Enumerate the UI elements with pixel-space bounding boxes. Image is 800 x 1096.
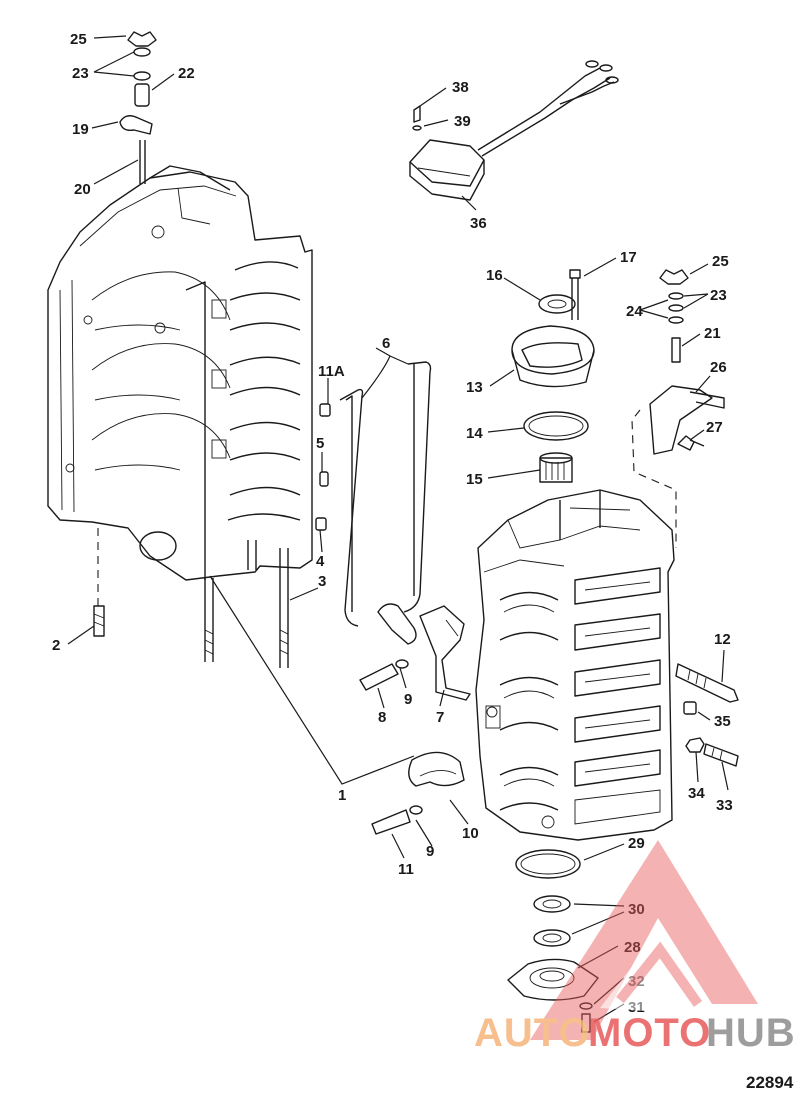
callout-27: 27 [706, 419, 723, 436]
seal-strips [339, 361, 432, 627]
callout-14: 14 [466, 425, 483, 442]
callout-28: 28 [624, 939, 641, 956]
callout-25-right: 25 [712, 253, 729, 270]
crankcase-cover [475, 489, 675, 841]
callout-15: 15 [466, 471, 483, 488]
right-side-fasteners [675, 663, 739, 767]
callout-21: 21 [704, 325, 721, 342]
upper-end-cap-assembly [511, 269, 595, 483]
callout-33: 33 [716, 797, 733, 814]
throttle-bracket-hardware [631, 269, 725, 548]
callout-2: 2 [52, 637, 60, 654]
callout-38: 38 [452, 79, 469, 96]
callout-3: 3 [318, 573, 326, 590]
callout-12: 12 [714, 631, 731, 648]
callout-5: 5 [316, 435, 324, 452]
sensor-assembly [409, 60, 619, 201]
callout-35: 35 [714, 713, 731, 730]
dowel-pins [315, 403, 331, 531]
callout-23-right: 23 [710, 287, 727, 304]
callout-9-lower: 9 [426, 843, 434, 860]
watermark-text-moto: MOTO [588, 1011, 711, 1055]
callout-10: 10 [462, 825, 479, 842]
callout-7: 7 [436, 709, 444, 726]
cylinder-block [47, 165, 313, 668]
callout-numbers: 25 23 22 19 20 38 39 36 16 17 25 23 24 2… [52, 31, 733, 1016]
watermark-text-hub: HUB [706, 1011, 796, 1055]
callout-6: 6 [382, 335, 390, 352]
bearing-clamps [359, 603, 471, 835]
callout-11a: 11A [318, 363, 345, 380]
watermark-text-auto: AUTO [474, 1011, 591, 1055]
callout-1: 1 [338, 787, 346, 804]
callout-30: 30 [628, 901, 645, 918]
lower-end-cap-assembly [507, 849, 599, 1033]
callout-16: 16 [486, 267, 503, 284]
top-hardware [119, 31, 157, 184]
callout-22: 22 [178, 65, 195, 82]
callout-25: 25 [70, 31, 87, 48]
watermark-logo: AUTO MOTO HUB [474, 840, 796, 1055]
callout-36: 36 [470, 215, 487, 232]
callout-9: 9 [404, 691, 412, 708]
callout-11: 11 [398, 861, 414, 878]
callout-34: 34 [688, 785, 705, 802]
callout-8: 8 [378, 709, 386, 726]
callout-20: 20 [74, 181, 91, 198]
callout-39: 39 [454, 113, 471, 130]
figure-number: 22894 [746, 1073, 794, 1092]
callout-24: 24 [626, 303, 643, 320]
callout-13: 13 [466, 379, 483, 396]
callout-4: 4 [316, 553, 325, 570]
callout-29: 29 [628, 835, 645, 852]
callout-23: 23 [72, 65, 89, 82]
callout-19: 19 [72, 121, 89, 138]
callout-17: 17 [620, 249, 637, 266]
callout-26: 26 [710, 359, 727, 376]
stud-2 [93, 528, 105, 637]
